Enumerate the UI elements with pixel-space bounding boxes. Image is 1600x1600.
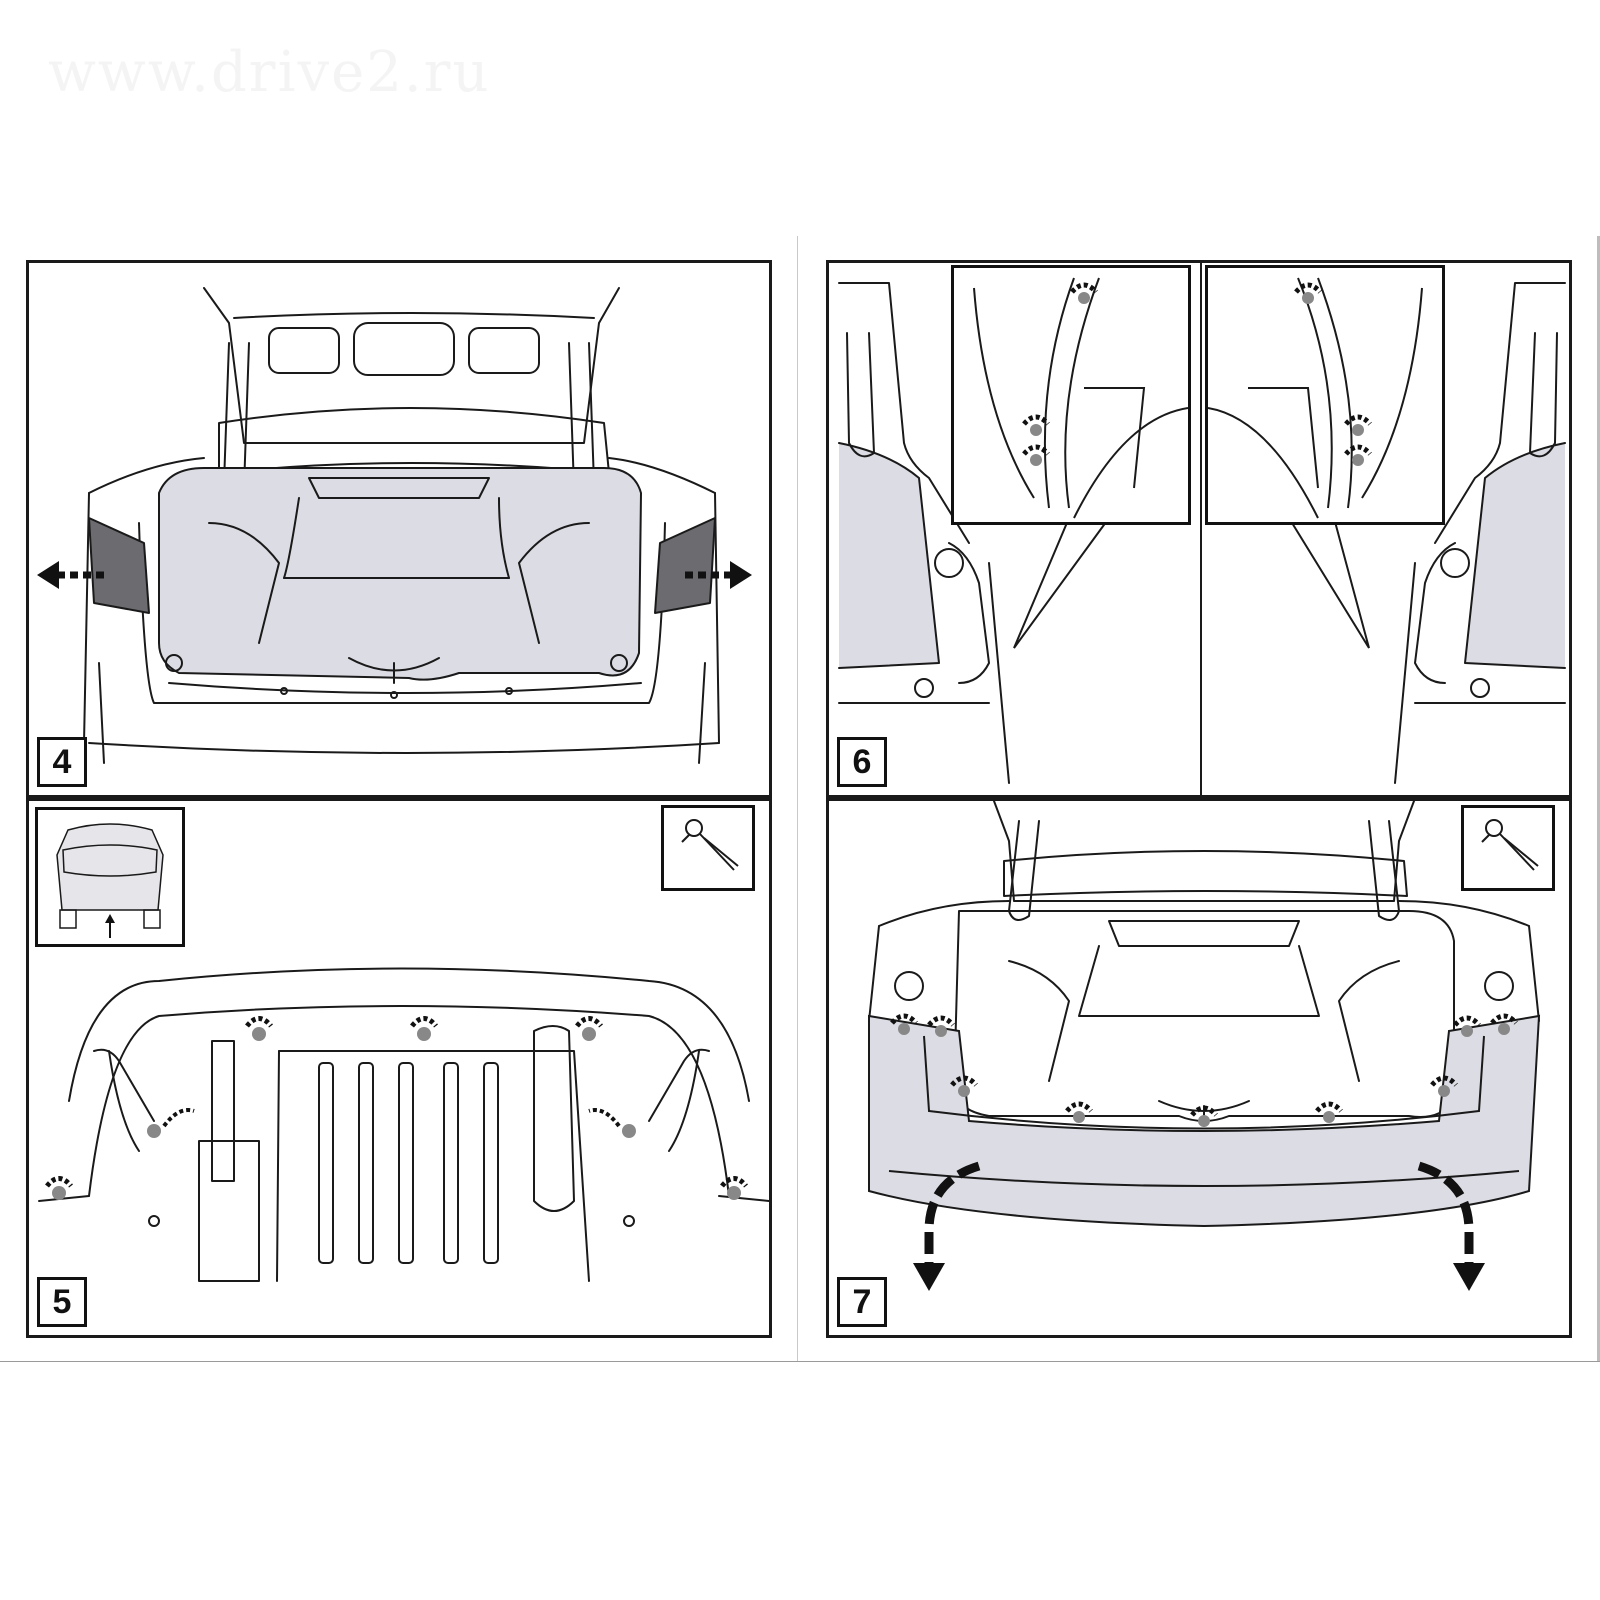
- step-4-panel: 4: [26, 260, 772, 798]
- side-bracket-release-arrow-left-icon: [37, 561, 104, 589]
- step-7-illustration: [868, 801, 1541, 1291]
- bolt-unscrew-icon: [45, 1016, 748, 1200]
- side-bracket-release-arrow-right-icon: [685, 561, 752, 589]
- left-side-bracket: [88, 517, 150, 614]
- trunk-interior: [158, 467, 642, 699]
- bolt-unscrew-icon: [1022, 282, 1098, 466]
- step-6-illustration: [838, 263, 1566, 795]
- step-4-illustration: [37, 287, 752, 764]
- step-6-detail-left: [951, 265, 1191, 525]
- step-5-panel: 5: [26, 798, 772, 1338]
- page-edge-right: [1597, 236, 1600, 1361]
- page-divider-horizontal: [0, 1361, 1600, 1362]
- clip-remove-icon: [147, 1108, 636, 1138]
- step-4-number: 4: [37, 737, 87, 787]
- bumper-pull-down-arrow-icon: [913, 1161, 1485, 1291]
- rear-bumper-cover: [868, 1014, 1541, 1228]
- step-7-panel: 7: [826, 798, 1572, 1338]
- ratchet-wrench-icon: [661, 805, 755, 891]
- step-5-illustration: [38, 967, 769, 1282]
- bolt-unscrew-icon: [890, 1013, 1518, 1127]
- trunk-lid: [203, 287, 620, 493]
- page-divider-vertical: [797, 236, 798, 1361]
- ratchet-wrench-icon: [1461, 805, 1555, 891]
- step-6-detail-right: [1205, 265, 1445, 525]
- zoom-callout-icon: [1013, 517, 1370, 649]
- step-6-panel: 6: [826, 260, 1572, 798]
- step-6-number: 6: [837, 737, 887, 787]
- car-rear-view-inset-icon: [35, 807, 185, 947]
- step-7-number: 7: [837, 1277, 887, 1327]
- watermark: www.drive2.ru: [48, 40, 491, 105]
- step-5-number: 5: [37, 1277, 87, 1327]
- bolt-unscrew-icon: [1294, 282, 1372, 466]
